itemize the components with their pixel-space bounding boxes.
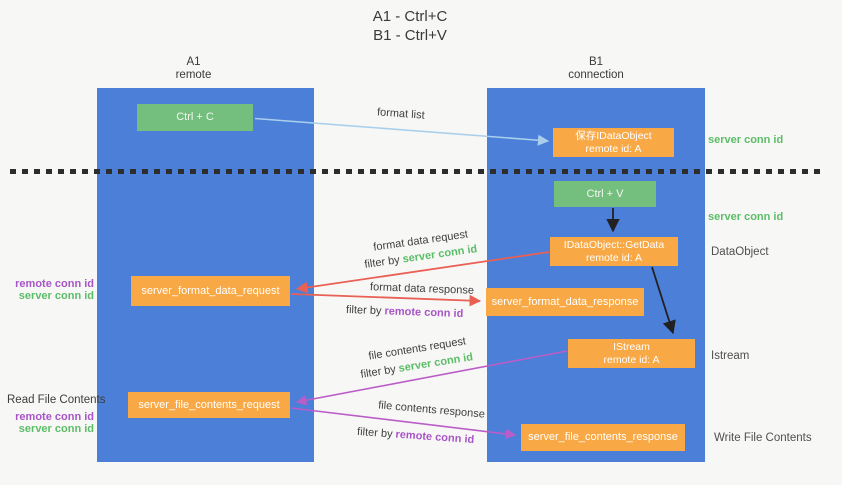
filter-by-text: filter by	[356, 425, 393, 441]
server-conn-id-annotation-top: server conn id	[708, 134, 784, 146]
istream-line1: IStream	[613, 340, 650, 353]
istream-line2: remote id: A	[603, 353, 660, 366]
diagram-title: A1 - Ctrl+C B1 - Ctrl+V	[0, 7, 820, 45]
save-dataobject-line2: remote id: A	[585, 142, 642, 155]
getdata-node: IDataObject::GetData remote id: A	[550, 237, 678, 266]
remote-conn-id-annotation: remote conn id	[15, 278, 94, 290]
ctrl-c-label: Ctrl + C	[176, 111, 214, 123]
file-contents-response-arrow	[290, 407, 517, 440]
title-line-1: A1 - Ctrl+C	[372, 8, 448, 25]
server-format-data-response-label: server_format_data_response	[491, 295, 639, 308]
server-conn-id-annotation: server conn id	[18, 423, 94, 435]
server-format-data-response-node: server_format_data_response	[486, 288, 644, 316]
title-line-2: B1 - Ctrl+V	[373, 27, 447, 44]
save-dataobject-node: 保存IDataObject remote id: A	[553, 128, 674, 157]
ctrl-v-label: Ctrl + V	[586, 187, 624, 200]
server-format-data-request-node: server_format_data_request	[131, 276, 290, 306]
file-contents-request-arrow	[295, 350, 568, 406]
getdata-line1: IDataObject::GetData	[563, 238, 665, 251]
format-data-response-arrow	[290, 293, 482, 307]
format-data-request-arrow	[295, 251, 550, 294]
format-list-arrow	[254, 117, 550, 146]
write-file-contents-annotation: Write File Contents	[714, 432, 812, 444]
server-file-contents-request-node: server_file_contents_request	[128, 392, 290, 418]
server-conn-id-annotation: server conn id	[18, 290, 94, 302]
server-file-contents-response-node: server_file_contents_response	[521, 424, 685, 451]
dataobject-annotation: DataObject	[711, 246, 769, 258]
left-conn-id-annotation-upper: remote conn id server conn id	[10, 278, 94, 302]
ctrl-v-node: Ctrl + V	[554, 181, 656, 207]
server-file-contents-request-label: server_file_contents_request	[138, 398, 280, 411]
istream-annotation: Istream	[711, 350, 750, 362]
lane-a1-role: remote	[175, 68, 212, 81]
server-format-data-request-label: server_format_data_request	[141, 284, 280, 297]
server-conn-id-annotation-mid: server conn id	[708, 211, 784, 223]
remote-conn-id-annotation: remote conn id	[15, 411, 94, 423]
lane-header-a1: A1 remote	[85, 56, 302, 81]
lane-header-b1: B1 connection	[487, 56, 705, 81]
ctrl-c-node: Ctrl + C	[137, 104, 253, 131]
lane-b1-role: connection	[568, 68, 624, 81]
read-file-contents-annotation: Read File Contents	[7, 394, 106, 406]
istream-node: IStream remote id: A	[568, 339, 695, 368]
getdata-line2: remote id: A	[585, 251, 643, 264]
filter-by-text: filter by	[345, 303, 382, 318]
left-conn-id-annotation-lower: remote conn id server conn id	[10, 411, 94, 435]
lane-b1-name: B1	[588, 56, 604, 68]
phase-divider-dotted-line	[10, 169, 823, 174]
getdata-to-istream-arrow	[651, 266, 676, 335]
server-file-contents-response-label: server_file_contents_response	[528, 431, 678, 443]
lane-a1-name: A1	[186, 56, 201, 68]
save-dataobject-line1: 保存IDataObject	[575, 129, 652, 142]
